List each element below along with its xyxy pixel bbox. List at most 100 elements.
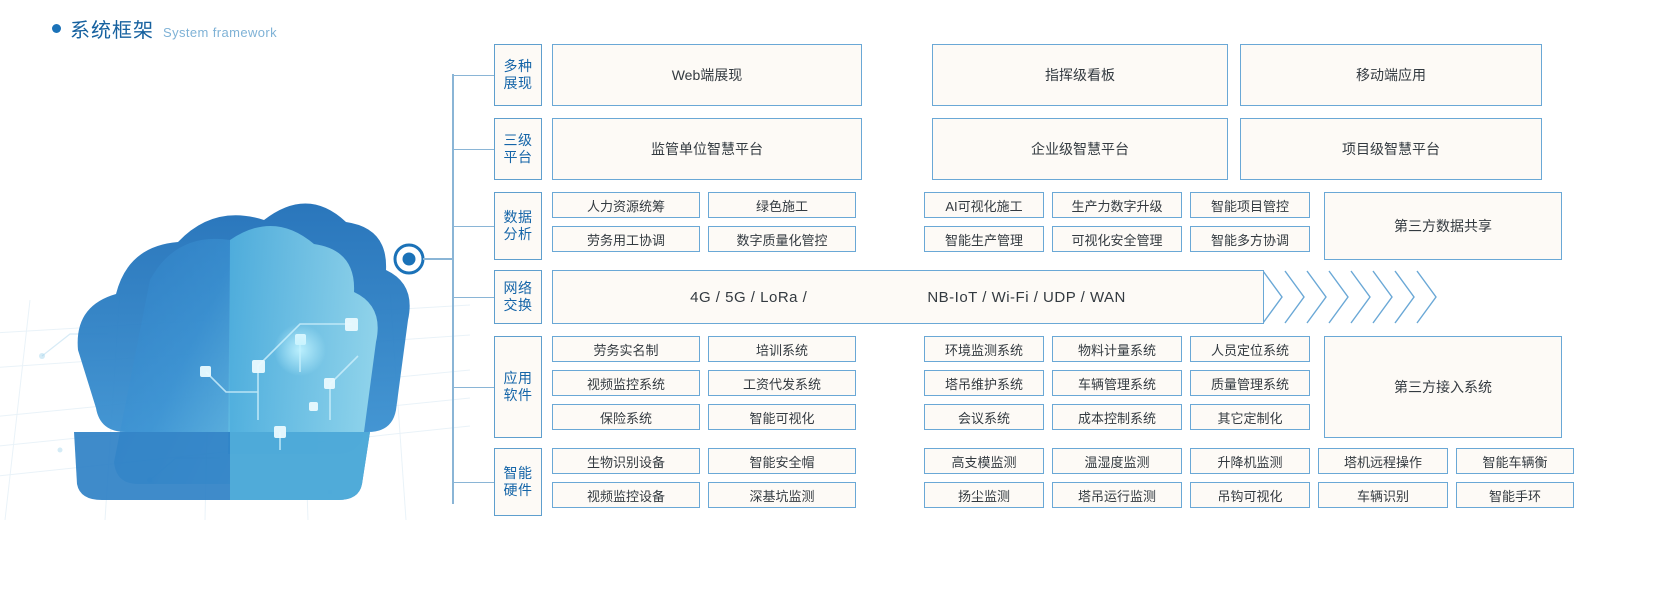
cell-tower-remote-operation[interactable]: 塔机远程操作 (1318, 448, 1448, 474)
cell-environment-monitoring[interactable]: 环境监测系统 (924, 336, 1044, 362)
box-web-display[interactable]: Web端展现 (552, 44, 862, 106)
cell-hr-planning[interactable]: 人力资源统筹 (552, 192, 700, 218)
page-title-cn: 系统框架 (70, 20, 154, 42)
cell-cost-control[interactable]: 成本控制系统 (1052, 404, 1182, 430)
category-label-network: 网络 交换 (494, 270, 542, 324)
row-app-content: 劳务实名制 培训系统 视频监控系统 工资代发系统 保险系统 智能可视化 环境监测… (552, 336, 1667, 438)
connector-stub (452, 75, 494, 76)
cell-visual-safety-mgmt[interactable]: 可视化安全管理 (1052, 226, 1182, 252)
chevron-right-icon (1262, 270, 1283, 324)
hardware-right-grid: 高支模监测 温湿度监测 升降机监测 塔机远程操作 智能车辆衡 扬尘监测 塔吊运行… (924, 448, 1574, 516)
cell-material-metering[interactable]: 物料计量系统 (1052, 336, 1182, 362)
row-data-analysis: 数据 分析 人力资源统筹 绿色施工 劳务用工协调 数字质量化管控 AI可视化施工… (452, 192, 1667, 260)
cloud-graphic (0, 203, 471, 521)
row-platform-content: 监管单位智慧平台 企业级智慧平台 项目级智慧平台 (552, 118, 1667, 180)
cell-smart-wristband[interactable]: 智能手环 (1456, 482, 1574, 508)
cell-training-system[interactable]: 培训系统 (708, 336, 856, 362)
box-mobile-app[interactable]: 移动端应用 (1240, 44, 1542, 106)
network-label-left: 4G / 5G / LoRa / (690, 288, 808, 306)
cloud-illustration (0, 120, 471, 540)
category-line-1: 多种 (503, 57, 533, 74)
app-left-grid: 劳务实名制 培训系统 视频监控系统 工资代发系统 保险系统 智能可视化 (552, 336, 856, 438)
box-third-party-access-system[interactable]: 第三方接入系统 (1324, 336, 1562, 438)
category-label-data: 数据 分析 (494, 192, 542, 260)
cell-vehicle-management[interactable]: 车辆管理系统 (1052, 370, 1182, 396)
connector-stub (452, 149, 494, 150)
connector-stub (452, 297, 494, 298)
cell-smart-weighbridge[interactable]: 智能车辆衡 (1456, 448, 1574, 474)
cell-video-surveillance-system[interactable]: 视频监控系统 (552, 370, 700, 396)
row-application-software: 应用 软件 劳务实名制 培训系统 视频监控系统 工资代发系统 保险系统 智能可视… (452, 336, 1667, 438)
cell-temp-humidity-monitoring[interactable]: 温湿度监测 (1052, 448, 1182, 474)
system-framework-diagram: 多种 展现 Web端展现 指挥级看板 移动端应用 三级 平台 监管单位智慧平台 … (452, 44, 1667, 524)
cell-crane-maintenance[interactable]: 塔吊维护系统 (924, 370, 1044, 396)
cell-video-surveillance-device[interactable]: 视频监控设备 (552, 482, 700, 508)
connector-spine (452, 74, 454, 504)
cell-insurance-system[interactable]: 保险系统 (552, 404, 700, 430)
category-label-platform: 三级 平台 (494, 118, 542, 180)
page-title: 系统框架 System framework (52, 14, 277, 43)
cell-labor-realname[interactable]: 劳务实名制 (552, 336, 700, 362)
category-line-1: 智能 (503, 464, 533, 481)
cell-vehicle-recognition[interactable]: 车辆识别 (1318, 482, 1448, 508)
cell-smart-visualization[interactable]: 智能可视化 (708, 404, 856, 430)
cell-meeting-system[interactable]: 会议系统 (924, 404, 1044, 430)
cell-deep-foundation-monitoring[interactable]: 深基坑监测 (708, 482, 856, 508)
row-data-content: 人力资源统筹 绿色施工 劳务用工协调 数字质量化管控 AI可视化施工 生产力数字… (552, 192, 1667, 260)
chevron-right-icon (1328, 270, 1349, 324)
cell-hoist-monitoring[interactable]: 升降机监测 (1190, 448, 1310, 474)
cell-other-customization[interactable]: 其它定制化 (1190, 404, 1310, 430)
category-line-2: 硬件 (503, 482, 533, 498)
chevron-right-icon (1306, 270, 1327, 324)
category-line-2: 分析 (503, 226, 533, 242)
cell-digital-quality[interactable]: 数字质量化管控 (708, 226, 856, 252)
page-title-en: System framework (163, 25, 278, 40)
category-label-hardware: 智能 硬件 (494, 448, 542, 516)
box-project-platform[interactable]: 项目级智慧平台 (1240, 118, 1542, 180)
row-display-content: Web端展现 指挥级看板 移动端应用 (552, 44, 1667, 106)
cell-personnel-positioning[interactable]: 人员定位系统 (1190, 336, 1310, 362)
category-line-1: 数据 (503, 208, 533, 225)
cell-high-formwork-monitoring[interactable]: 高支模监测 (924, 448, 1044, 474)
cell-crane-operation-monitoring[interactable]: 塔吊运行监测 (1052, 482, 1182, 508)
cell-smart-helmet[interactable]: 智能安全帽 (708, 448, 856, 474)
category-label-display: 多种 展现 (494, 44, 542, 106)
chevron-right-icon (1350, 270, 1371, 324)
hardware-left-grid: 生物识别设备 智能安全帽 视频监控设备 深基坑监测 (552, 448, 856, 516)
cell-dust-monitoring[interactable]: 扬尘监测 (924, 482, 1044, 508)
category-line-1: 三级 (503, 131, 533, 148)
data-left-grid: 人力资源统筹 绿色施工 劳务用工协调 数字质量化管控 (552, 192, 856, 260)
category-line-2: 软件 (503, 387, 533, 403)
category-line-1: 网络 (503, 279, 533, 296)
box-command-board[interactable]: 指挥级看板 (932, 44, 1228, 106)
cell-productivity-upgrade[interactable]: 生产力数字升级 (1052, 192, 1182, 218)
row-hardware-content: 生物识别设备 智能安全帽 视频监控设备 深基坑监测 高支模监测 温湿度监测 升降… (552, 448, 1667, 516)
cell-payroll-system[interactable]: 工资代发系统 (708, 370, 856, 396)
chevron-right-icon (1416, 270, 1437, 324)
category-line-2: 展现 (503, 75, 533, 91)
cell-labor-coordination[interactable]: 劳务用工协调 (552, 226, 700, 252)
cell-green-construction[interactable]: 绿色施工 (708, 192, 856, 218)
box-supervision-platform[interactable]: 监管单位智慧平台 (552, 118, 862, 180)
cell-smart-project-control[interactable]: 智能项目管控 (1190, 192, 1310, 218)
cell-smart-multiparty[interactable]: 智能多方协调 (1190, 226, 1310, 252)
connector-stub (452, 387, 494, 388)
cell-hook-visualization[interactable]: 吊钩可视化 (1190, 482, 1310, 508)
row-platform: 三级 平台 监管单位智慧平台 企业级智慧平台 项目级智慧平台 (452, 118, 1667, 180)
cell-biometric-device[interactable]: 生物识别设备 (552, 448, 700, 474)
chevron-right-icon (1284, 270, 1305, 324)
app-right-grid: 环境监测系统 物料计量系统 人员定位系统 塔吊维护系统 车辆管理系统 质量管理系… (924, 336, 1310, 438)
data-right-grid: AI可视化施工 生产力数字升级 智能项目管控 智能生产管理 可视化安全管理 智能… (924, 192, 1310, 260)
network-band[interactable]: 4G / 5G / LoRa / NB-IoT / Wi-Fi / UDP / … (552, 270, 1264, 324)
cell-quality-management[interactable]: 质量管理系统 (1190, 370, 1310, 396)
network-label-right: NB-IoT / Wi-Fi / UDP / WAN (927, 288, 1126, 306)
cell-ai-visual-construction[interactable]: AI可视化施工 (924, 192, 1044, 218)
category-line-2: 平台 (503, 149, 533, 165)
row-network-content: 4G / 5G / LoRa / NB-IoT / Wi-Fi / UDP / … (552, 270, 1667, 324)
box-third-party-data-sharing[interactable]: 第三方数据共享 (1324, 192, 1562, 260)
box-enterprise-platform[interactable]: 企业级智慧平台 (932, 118, 1228, 180)
row-smart-hardware: 智能 硬件 生物识别设备 智能安全帽 视频监控设备 深基坑监测 高支模监测 温湿… (452, 448, 1667, 516)
bullet-icon (52, 24, 61, 33)
category-line-1: 应用 (503, 369, 533, 386)
cell-smart-production-mgmt[interactable]: 智能生产管理 (924, 226, 1044, 252)
